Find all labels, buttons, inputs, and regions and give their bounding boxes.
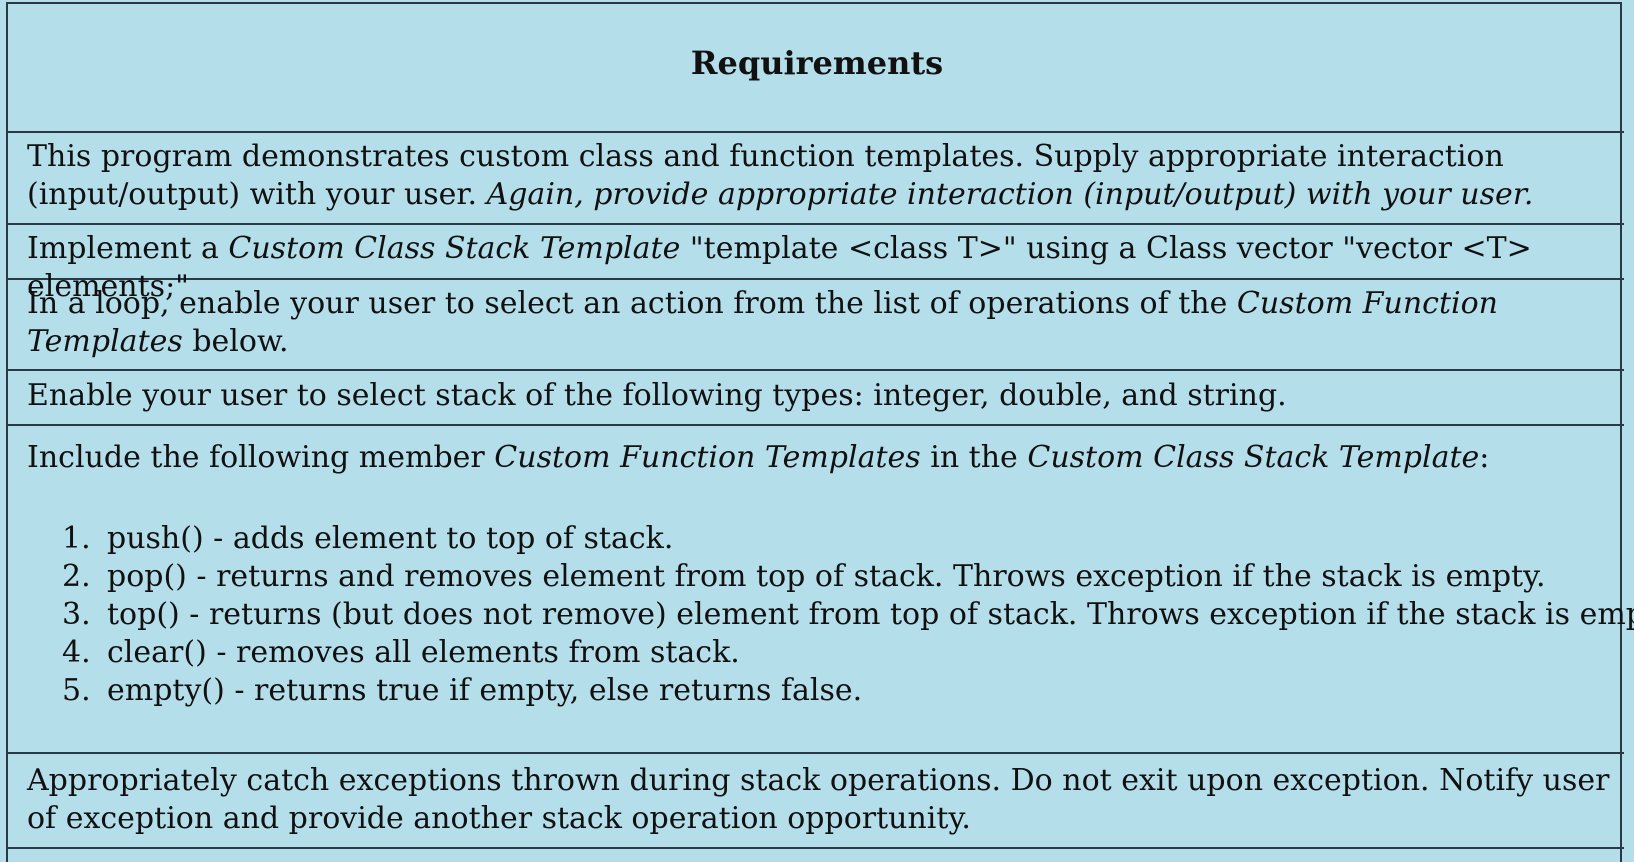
- list-item-number: 3.: [62, 597, 91, 632]
- list-item-number: 4.: [62, 635, 91, 670]
- loop-emphasis: Custom Function Templates: [27, 286, 1498, 359]
- list-item: 3. top() - returns (but does not remove)…: [27, 596, 1634, 634]
- list-item-text: push() - adds element to top of stack.: [107, 521, 674, 556]
- types-cell: Enable your user to select stack of the …: [27, 377, 1620, 415]
- include-cell: Include the following member Custom Func…: [27, 439, 1620, 477]
- row-divider: [6, 278, 1624, 280]
- list-item-number: 2.: [62, 559, 91, 594]
- list-item: 4. clear() - removes all elements from s…: [27, 634, 1634, 672]
- exceptions-cell: Appropriately catch exceptions thrown du…: [27, 762, 1620, 838]
- include-prefix: Include the following member: [27, 440, 485, 475]
- loop-cell: In a loop, enable your user to select an…: [27, 285, 1620, 361]
- include-suffix: :: [1479, 440, 1490, 475]
- loop-prefix: In a loop, enable your user to select an…: [27, 286, 1228, 321]
- list-item-number: 1.: [62, 521, 91, 556]
- types-text: Enable your user to select stack of the …: [27, 378, 1287, 413]
- row-divider: [6, 369, 1624, 371]
- row-divider: [6, 424, 1624, 426]
- list-item-text: clear() - removes all elements from stac…: [107, 635, 740, 670]
- row-divider: [6, 131, 1624, 133]
- list-item: 2. pop() - returns and removes element f…: [27, 558, 1634, 596]
- requirements-table: [6, 2, 1622, 862]
- row-divider: [6, 223, 1624, 225]
- intro-cell: This program demonstrates custom class a…: [27, 138, 1620, 214]
- intro-text: This program demonstrates custom class a…: [27, 139, 1504, 212]
- implement-suffix: "template <class T>" using a Class vecto…: [27, 231, 1532, 304]
- implement-prefix: Implement a: [27, 231, 219, 266]
- row-divider: [6, 752, 1624, 754]
- include-emphasis-1: Custom Function Templates: [494, 440, 921, 475]
- include-emphasis-2: Custom Class Stack Template: [1027, 440, 1480, 475]
- implement-emphasis: Custom Class Stack Template: [228, 231, 681, 266]
- implement-cell: Implement a Custom Class Stack Template …: [27, 230, 1620, 306]
- exceptions-text: Appropriately catch exceptions thrown du…: [27, 763, 1610, 836]
- function-list: 1. push() - adds element to top of stack…: [27, 520, 1634, 710]
- list-item: 1. push() - adds element to top of stack…: [27, 520, 1634, 558]
- include-middle: in the: [930, 440, 1018, 475]
- table-heading: Requirements: [690, 44, 944, 82]
- loop-suffix: below.: [192, 324, 289, 359]
- list-item-text: pop() - returns and removes element from…: [107, 559, 1546, 594]
- list-item-text: empty() - returns true if empty, else re…: [107, 673, 863, 708]
- list-item-number: 5.: [62, 673, 91, 708]
- intro-emphasis: Again, provide appropriate interaction (…: [486, 177, 1534, 212]
- row-divider: [6, 847, 1624, 849]
- list-item: 5. empty() - returns true if empty, else…: [27, 672, 1634, 710]
- list-item-text: top() - returns (but does not remove) el…: [107, 597, 1634, 632]
